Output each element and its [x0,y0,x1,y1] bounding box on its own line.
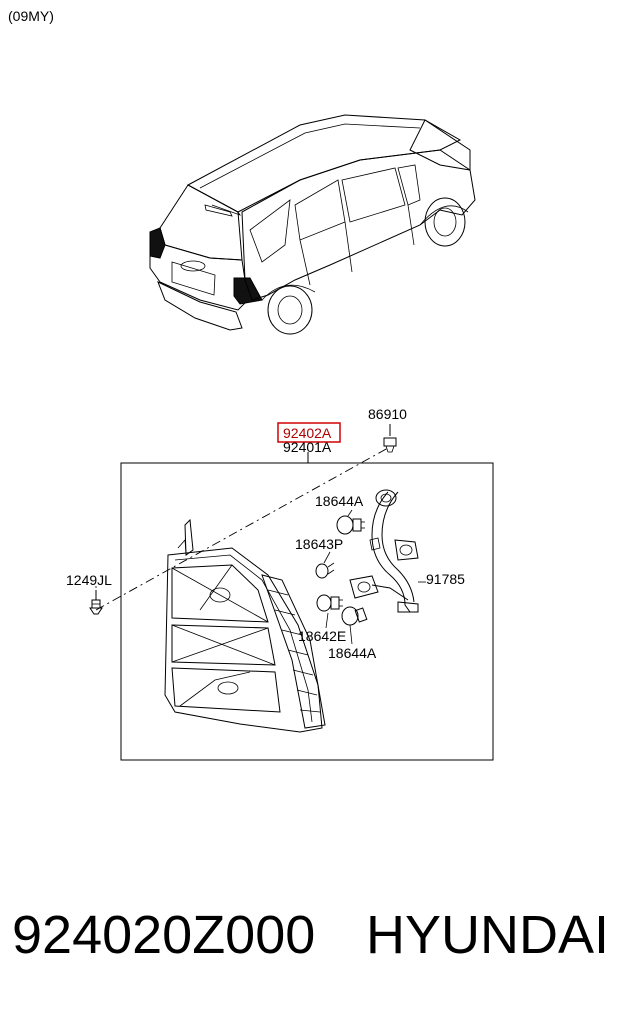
bulb-18644a-lower [341,606,368,626]
detail-frame [120,462,494,761]
footer-part-number: 924020Z000 [12,905,316,965]
callout-18643p: 18643P [295,536,343,552]
tail-lamp-assembly [164,518,326,733]
callout-18642e: 18642E [298,628,346,644]
callout-18644a-lower: 18644A [328,645,377,661]
wiring-harness [349,489,419,613]
bulb-18644a-upper [336,515,365,535]
callout-86910: 86910 [368,406,407,422]
bulb-18643p [315,562,335,579]
callout-1249jl: 1249JL [66,572,112,588]
callout-18644a-upper: 18644A [315,493,364,509]
vehicle-illustration [149,114,476,335]
callout-92402a: 92402A [283,425,332,441]
bulb-18642e [316,594,343,612]
highlighted-part-box [277,422,341,443]
footer-brand: HYUNDAI [366,905,610,965]
callout-92401a: 92401A [283,439,332,455]
callout-91785: 91785 [426,571,465,587]
screw-part [89,590,103,615]
clip-part [383,424,397,453]
model-year-label: (09MY) [8,8,54,24]
